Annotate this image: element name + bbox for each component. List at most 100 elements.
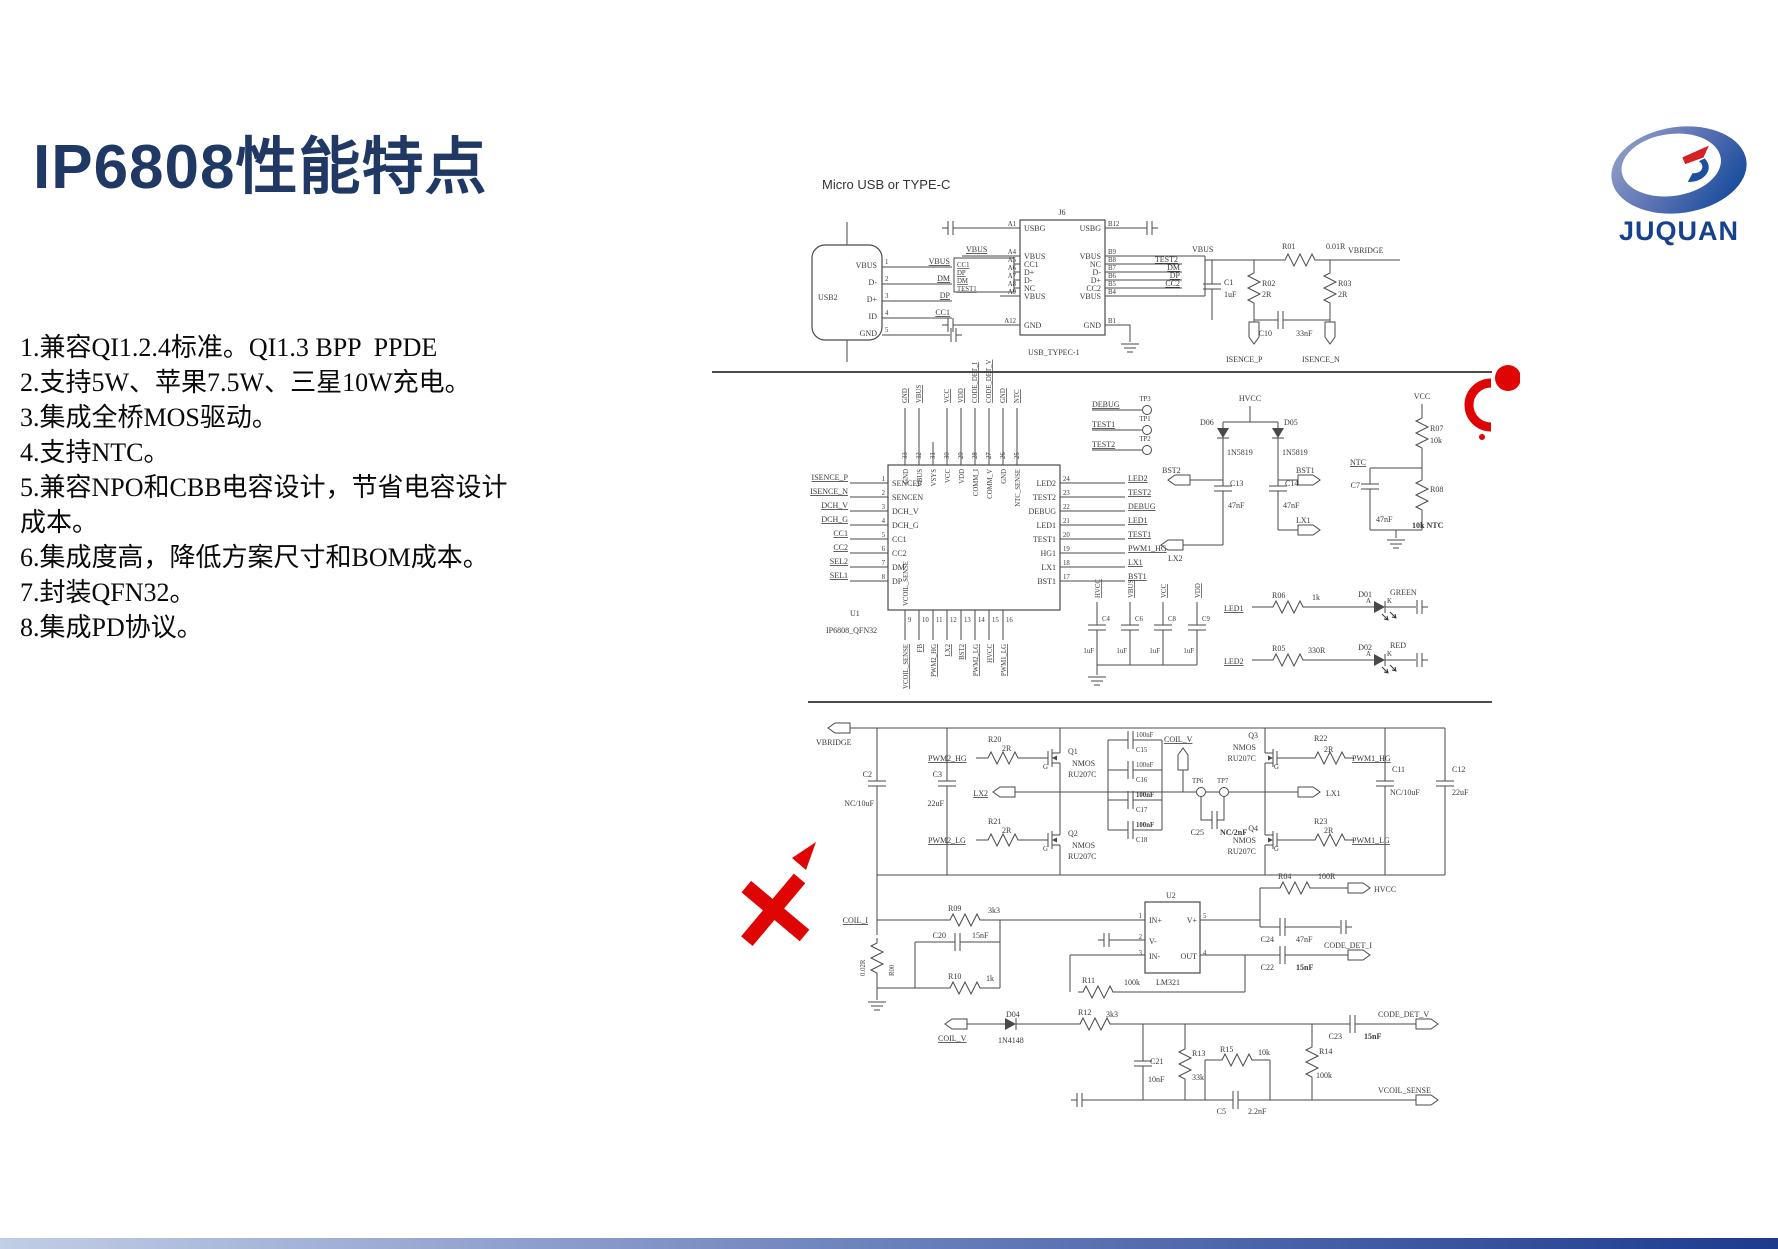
schematic-shape xyxy=(953,257,1015,293)
schematic-label: DEBUG xyxy=(1128,502,1156,511)
schematic-label: 22uF xyxy=(1452,788,1469,797)
schematic-label: A7 xyxy=(1008,273,1017,280)
schematic-label: TP1 xyxy=(1139,416,1150,423)
schematic-label: 33nF xyxy=(1296,329,1313,338)
schematic-label: 1k xyxy=(986,974,994,983)
schematic-shape xyxy=(1077,985,1119,999)
schematic-label: COMM_V xyxy=(987,469,994,499)
schematic-label: G xyxy=(1043,846,1048,853)
schematic-label: CC1 xyxy=(957,262,969,269)
schematic-label: 10nF xyxy=(1148,1075,1165,1084)
schematic-label: NMOS xyxy=(1233,836,1256,845)
schematic-shape xyxy=(1120,343,1140,353)
schematic-shape xyxy=(1200,888,1261,927)
schematic-label: 29 xyxy=(958,452,965,459)
schematic-label: 47nF xyxy=(1228,501,1245,510)
ip6808-section: U1 IP6808_QFN32 ISENCE_P ISENCE_N DCH_V … xyxy=(808,359,1492,703)
power-stage-section: VBRIDGE C2 NC/10uF C3 22uF PWM2_HG R20 2… xyxy=(816,722,1469,1116)
schematic-label: B8 xyxy=(1108,257,1117,264)
schematic-label: CODE_DET_I xyxy=(1324,941,1372,950)
schematic-label: VCOIL_SENSE xyxy=(1378,1086,1431,1095)
schematic-shape xyxy=(982,833,1024,847)
schematic-label: 22uF xyxy=(928,799,945,808)
schematic-label: B6 xyxy=(1108,273,1117,280)
schematic-label: 4 xyxy=(885,310,889,317)
schematic-label: 2R xyxy=(1324,826,1334,835)
schematic-label: 1N4148 xyxy=(998,1036,1024,1045)
red-speck xyxy=(1479,434,1485,440)
schematic-label: DEBUG xyxy=(1028,507,1056,516)
schematic-label: A1 xyxy=(1008,221,1016,228)
feature-item: 6.集成度高，降低方案尺寸和BOM成本。 xyxy=(20,543,489,572)
schematic-label: GND xyxy=(1001,469,1008,484)
schematic-label: A xyxy=(1366,598,1371,605)
schematic-label: C9 xyxy=(1202,616,1211,623)
schematic-label: LED2 xyxy=(1224,657,1244,666)
schematic-label: PWM1_LG xyxy=(1352,836,1390,845)
schematic-label: R14 xyxy=(1319,1047,1332,1056)
schematic-label: CC2 xyxy=(833,543,848,552)
schematic-label: 31 xyxy=(930,452,937,459)
schematic-label: DP xyxy=(940,291,951,300)
schematic-label: 10k xyxy=(1258,1048,1270,1057)
schematic-label: USBG xyxy=(1024,224,1046,233)
schematic-label: 15nF xyxy=(1296,963,1313,972)
schematic-shape xyxy=(811,244,883,341)
schematic-label: LX1 xyxy=(1326,789,1341,798)
schematic-label: BST1 xyxy=(1296,466,1315,475)
schematic-shape xyxy=(1264,728,1310,792)
schematic-label: 1k xyxy=(1312,593,1320,602)
schematic-label: 33k xyxy=(1192,1073,1204,1082)
schematic-label: DCH_G xyxy=(821,515,848,524)
schematic-label: D04 xyxy=(1006,1010,1020,1019)
schematic-label: BST2 xyxy=(1162,466,1181,475)
schematic-label: ISENCE_N xyxy=(810,487,848,496)
schematic-label: R11 xyxy=(1082,976,1095,985)
schematic-label: 2 xyxy=(885,276,889,283)
schematic-label: B4 xyxy=(1108,289,1117,296)
schematic-shape xyxy=(1216,427,1230,439)
features-list: 1.兼容QI1.2.4标准。QI1.3 BPP PPDE 2.支持5W、苹果7.… xyxy=(20,330,525,645)
schematic-label: 1 xyxy=(1139,913,1142,920)
ip6808-chip: U1 IP6808_QFN32 ISENCE_P ISENCE_N DCH_V … xyxy=(810,359,1167,688)
schematic-label: ISENCE_P xyxy=(1226,355,1263,364)
schematic-label: C11 xyxy=(1392,765,1405,774)
schematic-label: VBRIDGE xyxy=(1348,246,1384,255)
demod-filter: COIL_V D04 1N4148 R12 3k3 C21 10nF R13 3… xyxy=(938,1008,1439,1116)
schematic-label: 3 xyxy=(885,293,889,300)
schematic-label: IP6808_QFN32 xyxy=(826,626,877,635)
schematic-label: CODE_DET_V xyxy=(986,359,993,403)
schematic-label: LED2 xyxy=(1128,474,1148,483)
schematic-label: 10k xyxy=(1430,436,1442,445)
schematic-label: 6 xyxy=(882,546,886,553)
schematic-shape xyxy=(1167,474,1191,486)
schematic-label: Q2 xyxy=(1068,829,1078,838)
schematic-label: LX2 xyxy=(973,789,988,798)
schematic-label: K xyxy=(1387,598,1392,605)
schematic-shape xyxy=(1373,653,1386,667)
schematic-shape xyxy=(867,1001,887,1011)
schematic-shape xyxy=(1347,882,1371,894)
schematic-shape xyxy=(1279,253,1321,267)
schematic-shape xyxy=(882,266,952,336)
schematic-label: PWM2_HG xyxy=(931,644,938,677)
feature-item: 3.集成全桥MOS驱动。 xyxy=(20,403,278,432)
schematic-label: D- xyxy=(1093,268,1102,277)
schematic-label: 10k NTC xyxy=(1412,521,1444,530)
schematic-label: 2R xyxy=(1262,290,1272,299)
schematic-label: COIL_V xyxy=(938,1034,967,1043)
schematic-label: 1uF xyxy=(1116,648,1127,655)
schematic-label: VBUS xyxy=(916,385,923,403)
logo-blue-hook xyxy=(1687,158,1709,182)
usb-input-section: Micro USB or TYPE-C USB2 VBUS D- D+ ID G… xyxy=(712,177,1492,373)
schematic-label: C20 xyxy=(933,931,946,940)
schematic-shape xyxy=(944,1018,968,1030)
schematic-label: 2 xyxy=(882,490,886,497)
schematic-label: R10 xyxy=(948,972,961,981)
schematic-label: R03 xyxy=(1338,279,1351,288)
schematic-label: R20 xyxy=(988,735,1001,744)
red-stamp-glyph xyxy=(741,873,810,947)
schematic-shape xyxy=(1070,1092,1083,1108)
schematic-shape xyxy=(870,937,884,979)
schematic-label: 47nF xyxy=(1296,935,1313,944)
